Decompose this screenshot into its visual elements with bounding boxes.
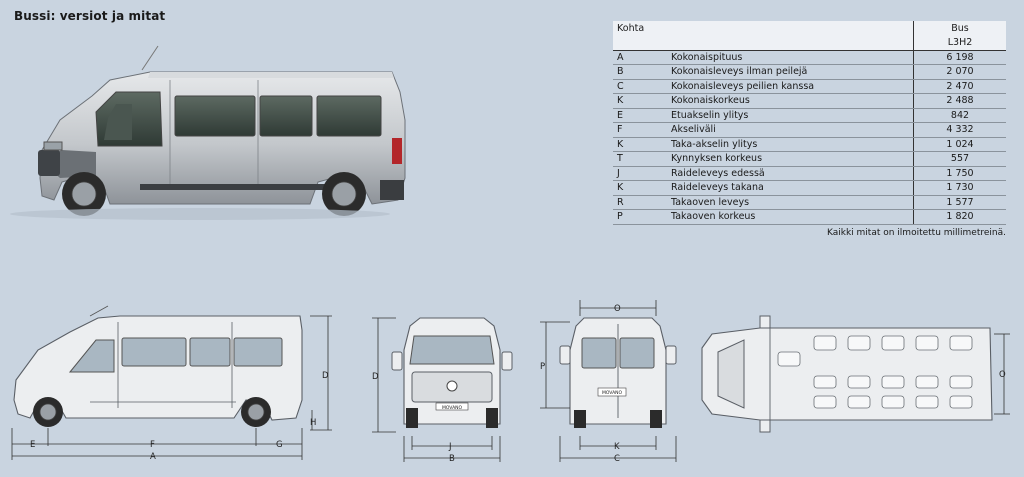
van-front-drawing: MOVANO D J B	[372, 317, 513, 464]
seat-row-upper	[777, 335, 973, 367]
van-rear-drawing: MOVANO O P K C	[540, 300, 677, 464]
front-dim-label-B: B	[449, 454, 455, 464]
row-label: Etuakselin ylitys	[667, 108, 914, 123]
row-code: J	[613, 166, 667, 181]
row-value: 2 488	[913, 93, 1006, 109]
row-value: 1 024	[913, 137, 1006, 152]
table-header-item: Kohta	[613, 21, 914, 36]
dim-label-G: G	[276, 440, 283, 450]
row-label: Kokonaisleveys peilien kanssa	[667, 79, 914, 94]
rear-dim-label-P: P	[540, 362, 545, 372]
row-value: 1 750	[913, 166, 1006, 181]
rear-door-badge: MOVANO	[602, 390, 623, 396]
row-value: 4 332	[913, 122, 1006, 138]
front-dim-label-J: J	[448, 442, 452, 452]
seat-rows-lower	[813, 375, 973, 409]
table-header-spacer	[613, 36, 914, 51]
row-code: P	[613, 209, 667, 225]
top-dim-label-O: O	[999, 370, 1006, 380]
front-grille-badge: MOVANO	[442, 405, 463, 411]
rear-dim-label-K: K	[614, 442, 620, 452]
van-top-plan-drawing: O	[701, 315, 1010, 433]
rear-dim-label-C: C	[614, 454, 620, 464]
row-label: Kynnyksen korkeus	[667, 151, 914, 167]
front-dim-label-D: D	[372, 372, 379, 382]
row-code: F	[613, 122, 667, 138]
row-value: 557	[913, 151, 1006, 167]
table-header-version: L3H2	[913, 36, 1006, 51]
row-code: C	[613, 79, 667, 94]
row-label: Takaoven korkeus	[667, 209, 914, 225]
row-label: Takaoven leveys	[667, 195, 914, 210]
rear-dim-label-O: O	[614, 304, 621, 314]
row-value: 6 198	[913, 50, 1006, 65]
dim-label-A: A	[150, 452, 156, 462]
row-value: 1 730	[913, 180, 1006, 196]
row-label: Raideleveys takana	[667, 180, 914, 196]
table-header-model: Bus	[913, 21, 1006, 36]
row-label: Akseliväli	[667, 122, 914, 138]
row-label: Kokonaisleveys ilman peilejä	[667, 64, 914, 80]
dim-label-F: F	[150, 440, 155, 450]
row-label: Raideleveys edessä	[667, 166, 914, 181]
row-value: 842	[913, 108, 1006, 123]
row-value: 2 070	[913, 64, 1006, 80]
row-code: K	[613, 137, 667, 152]
row-code: B	[613, 64, 667, 80]
van-side-drawing: E F G A D H	[11, 305, 332, 462]
footnote: Kaikki mitat on ilmoitettu millimetreinä…	[826, 228, 1006, 238]
row-code: K	[613, 93, 667, 109]
van-photo	[10, 45, 406, 220]
dim-label-E: E	[30, 440, 35, 450]
dim-label-D: D	[322, 371, 329, 381]
row-value: 2 470	[913, 79, 1006, 94]
row-label: Taka-akselin ylitys	[667, 137, 914, 152]
row-code: K	[613, 180, 667, 196]
row-code: E	[613, 108, 667, 123]
row-code: R	[613, 195, 667, 210]
row-label: Kokonaispituus	[667, 50, 914, 65]
page-title: Bussi: versiot ja mitat	[14, 9, 166, 23]
row-code: A	[613, 50, 667, 65]
row-value: 1 820	[913, 209, 1006, 225]
row-code: T	[613, 151, 667, 167]
row-value: 1 577	[913, 195, 1006, 210]
dim-label-H: H	[310, 418, 316, 428]
row-label: Kokonaiskorkeus	[667, 93, 914, 109]
